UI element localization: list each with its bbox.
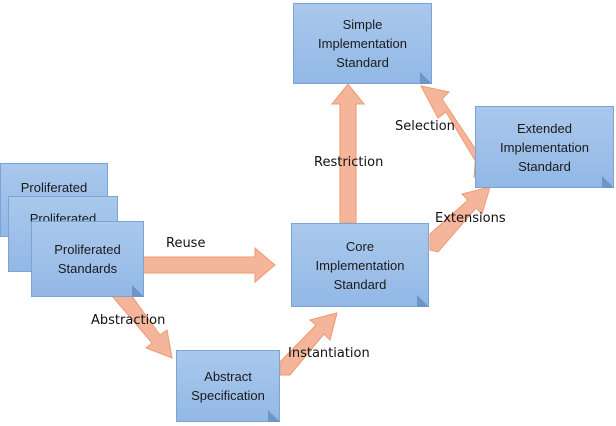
abstract-specification-label: Abstract Specification — [191, 369, 265, 403]
core-implementation-label: Core Implementation Standard — [315, 238, 405, 292]
reuse-label: Reuse — [166, 236, 206, 251]
simple-implementation-box: Simple Implementation Standard — [293, 3, 432, 84]
page-fold-icon — [132, 285, 144, 297]
abstraction-label: Abstraction — [91, 313, 166, 328]
proliferated-back-label: Proliferated — [20, 180, 88, 195]
instantiation-label: Instantiation — [288, 346, 370, 361]
proliferated-standards-box: Proliferated Standards — [31, 221, 144, 297]
simple-implementation-label: Simple Implementation Standard — [318, 17, 407, 70]
proliferated-standards-label: Proliferated Standards — [54, 242, 121, 276]
page-fold-icon — [602, 176, 614, 188]
selection-label: Selection — [395, 119, 455, 134]
extended-implementation-box: Extended Implementation Standard — [475, 106, 614, 188]
core-implementation-box: Core Implementation Standard — [291, 223, 429, 307]
instantiation-arrow — [279, 312, 338, 376]
restriction-label: Restriction — [314, 155, 384, 170]
reuse-arrow — [139, 246, 276, 284]
page-fold-icon — [417, 295, 429, 307]
abstract-specification-box: Abstract Specification — [176, 350, 280, 422]
extended-implementation-label: Extended Implementation Standard — [500, 120, 589, 174]
selection-arrow — [420, 85, 477, 179]
extensions-label: Extensions — [435, 211, 506, 226]
restriction-arrow — [330, 83, 366, 224]
page-fold-icon — [420, 72, 432, 84]
page-fold-icon — [268, 410, 280, 422]
